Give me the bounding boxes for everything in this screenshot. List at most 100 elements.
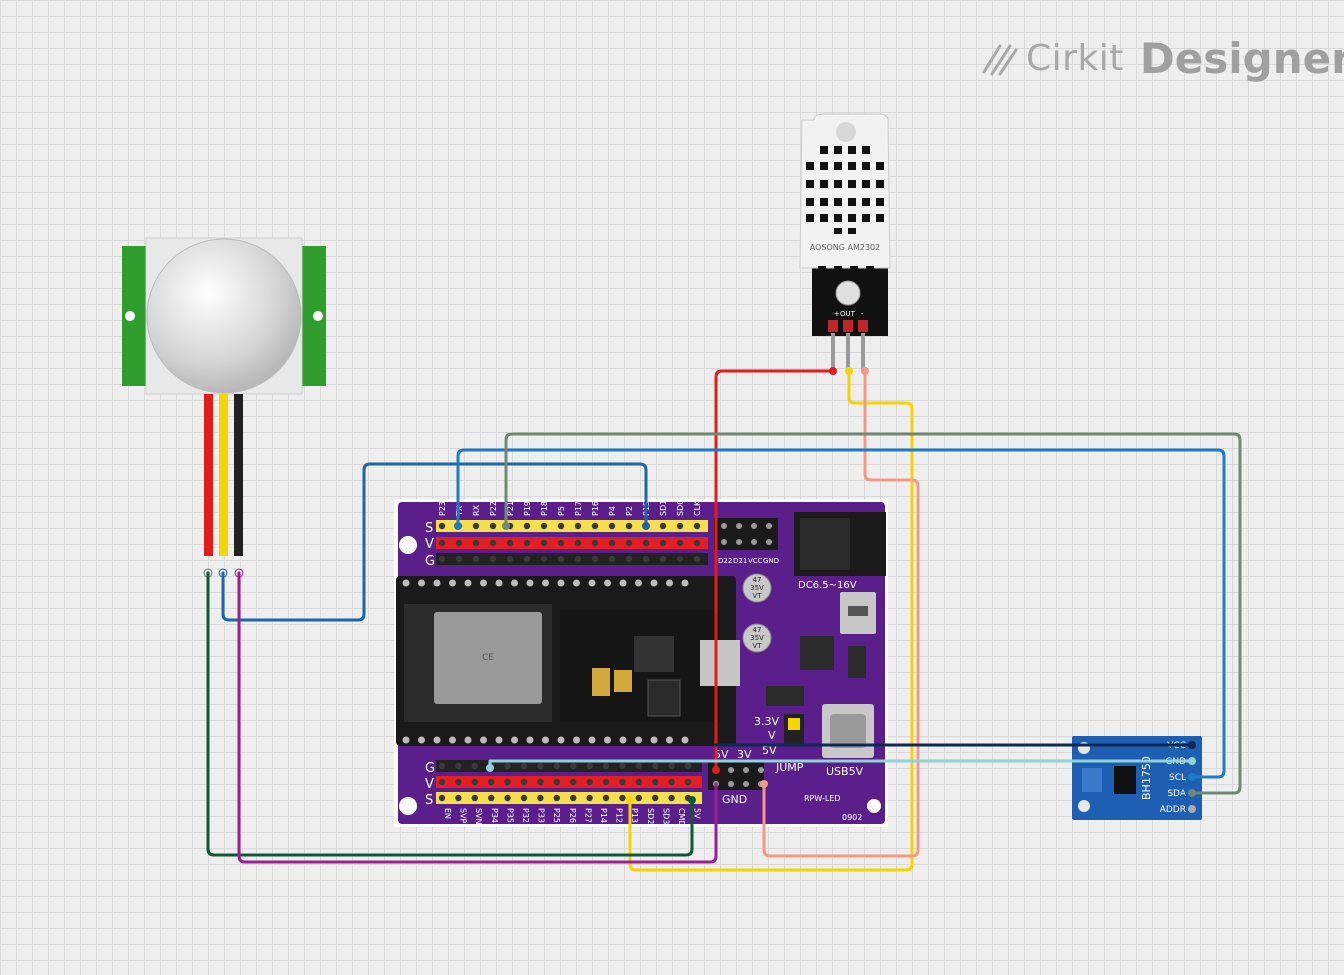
top-pin-dot[interactable]: [540, 539, 548, 547]
power-hdr-pin[interactable]: [743, 781, 749, 787]
top-pin-dot[interactable]: [489, 539, 497, 547]
board-5v-node[interactable]: [712, 766, 720, 774]
bottom-pin-dot[interactable]: [553, 794, 560, 802]
top-pin-dot[interactable]: [659, 555, 667, 563]
bottom-pin-dot[interactable]: [504, 778, 511, 786]
power-hdr-pin[interactable]: [743, 767, 749, 773]
top-pin-dot[interactable]: [472, 539, 480, 547]
bottom-pin-dot[interactable]: [619, 778, 626, 786]
top-pin-dot[interactable]: [557, 522, 565, 530]
wire-sda-graygreen[interactable]: [504, 432, 1242, 795]
wire-pir-gnd-magenta[interactable]: [237, 571, 718, 864]
bottom-pin-dot[interactable]: [488, 794, 495, 802]
bottom-pin-dot[interactable]: [586, 794, 593, 802]
bottom-pin-dot[interactable]: [471, 762, 478, 770]
board-pirvcc-node[interactable]: [688, 796, 696, 804]
i2c-hdr-pin[interactable]: [766, 539, 772, 545]
i2c-hdr-pin[interactable]: [736, 523, 742, 529]
board-sda-node[interactable]: [502, 522, 510, 530]
top-pin-dot[interactable]: [506, 555, 514, 563]
top-pin-dot[interactable]: [625, 555, 633, 563]
bottom-pin-dot[interactable]: [684, 762, 692, 770]
top-pin-dot[interactable]: [472, 555, 480, 563]
bottom-pin-dot[interactable]: [504, 762, 511, 770]
bottom-pin-dot[interactable]: [570, 762, 577, 770]
wire-pir-vcc-green[interactable]: [206, 571, 694, 857]
top-pin-dot[interactable]: [455, 539, 463, 547]
bh-sda-node[interactable]: [1188, 789, 1196, 797]
bottom-pin-dot[interactable]: [570, 794, 577, 802]
top-pin-dot[interactable]: [642, 539, 650, 547]
top-pin-dot[interactable]: [591, 522, 599, 530]
power-hdr-pin[interactable]: [758, 767, 764, 773]
i2c-hdr-pin[interactable]: [721, 523, 727, 529]
bottom-pin-dot[interactable]: [652, 762, 659, 770]
pir-sensor[interactable]: [122, 237, 326, 578]
top-pin-dot[interactable]: [693, 522, 701, 530]
top-pin-dot[interactable]: [659, 522, 667, 530]
bottom-pin-dot[interactable]: [504, 794, 511, 802]
top-pin-dot[interactable]: [472, 522, 480, 530]
wire-dht-out-yellow[interactable]: [628, 369, 914, 872]
i2c-hdr-pin[interactable]: [766, 523, 772, 529]
wire-scl-teal[interactable]: [456, 448, 1226, 779]
bottom-pin-dot[interactable]: [455, 762, 462, 770]
power-hdr-pin[interactable]: [728, 781, 734, 787]
bottom-pin-dot[interactable]: [553, 762, 560, 770]
bottom-pin-dot[interactable]: [635, 794, 642, 802]
top-pin-dot[interactable]: [608, 522, 616, 530]
top-pin-dot[interactable]: [455, 555, 463, 563]
wire-pir-out-blue[interactable]: [221, 462, 648, 622]
bottom-pin-dot[interactable]: [668, 762, 675, 770]
top-pin-dot[interactable]: [608, 555, 616, 563]
top-pin-dot[interactable]: [574, 522, 582, 530]
wire-dht-vcc-red[interactable]: [714, 369, 835, 772]
top-pin-dot[interactable]: [438, 555, 446, 563]
bottom-pin-dot[interactable]: [635, 778, 642, 786]
top-pin-dot[interactable]: [557, 539, 565, 547]
bottom-pin-dot[interactable]: [586, 778, 593, 786]
wire-dht-gnd-salmon[interactable]: [762, 369, 920, 858]
bottom-pin-dot[interactable]: [602, 762, 610, 770]
top-pin-dot[interactable]: [591, 555, 599, 563]
bottom-pin-dot[interactable]: [471, 778, 478, 786]
top-pin-dot[interactable]: [438, 522, 446, 530]
dht-gnd-node[interactable]: [861, 367, 869, 375]
bottom-pin-dot[interactable]: [438, 778, 446, 786]
bottom-pin-dot[interactable]: [455, 794, 462, 802]
bh-vcc-node[interactable]: [1188, 741, 1196, 749]
bottom-pin-dot[interactable]: [602, 778, 610, 786]
top-pin-dot[interactable]: [540, 522, 548, 530]
bottom-pin-dot[interactable]: [471, 794, 478, 802]
board-gnd-node[interactable]: [760, 780, 768, 788]
dht22-sensor[interactable]: AOSONG AM2302 + OUT -: [799, 113, 891, 369]
top-pin-dot[interactable]: [642, 555, 650, 563]
bottom-pin-dot[interactable]: [619, 794, 626, 802]
top-pin-dot[interactable]: [676, 539, 684, 547]
bh-addr-node[interactable]: [1188, 805, 1196, 813]
bottom-pin-dot[interactable]: [520, 794, 528, 802]
bh-scl-node[interactable]: [1188, 773, 1196, 781]
bottom-pin-dot[interactable]: [520, 778, 528, 786]
top-pin-dot[interactable]: [523, 539, 531, 547]
top-pin-dot[interactable]: [489, 522, 497, 530]
bottom-pin-dot[interactable]: [438, 762, 446, 770]
top-pin-dot[interactable]: [574, 555, 582, 563]
top-pin-dot[interactable]: [523, 555, 531, 563]
bottom-pin-dot[interactable]: [537, 794, 544, 802]
top-pin-dot[interactable]: [693, 539, 701, 547]
bottom-pin-dot[interactable]: [553, 778, 560, 786]
top-pin-dot[interactable]: [659, 539, 667, 547]
bottom-pin-dot[interactable]: [570, 778, 577, 786]
top-pin-dot[interactable]: [608, 539, 616, 547]
i2c-hdr-pin[interactable]: [751, 539, 757, 545]
bottom-pin-dot[interactable]: [652, 778, 659, 786]
bottom-pin-dot[interactable]: [586, 762, 593, 770]
top-pin-dot[interactable]: [540, 555, 548, 563]
bottom-pin-dot[interactable]: [684, 778, 692, 786]
board-bhgnd-node[interactable]: [486, 764, 494, 772]
bottom-pin-dot[interactable]: [520, 762, 528, 770]
bottom-pin-dot[interactable]: [488, 778, 495, 786]
bottom-pin-dot[interactable]: [455, 778, 462, 786]
